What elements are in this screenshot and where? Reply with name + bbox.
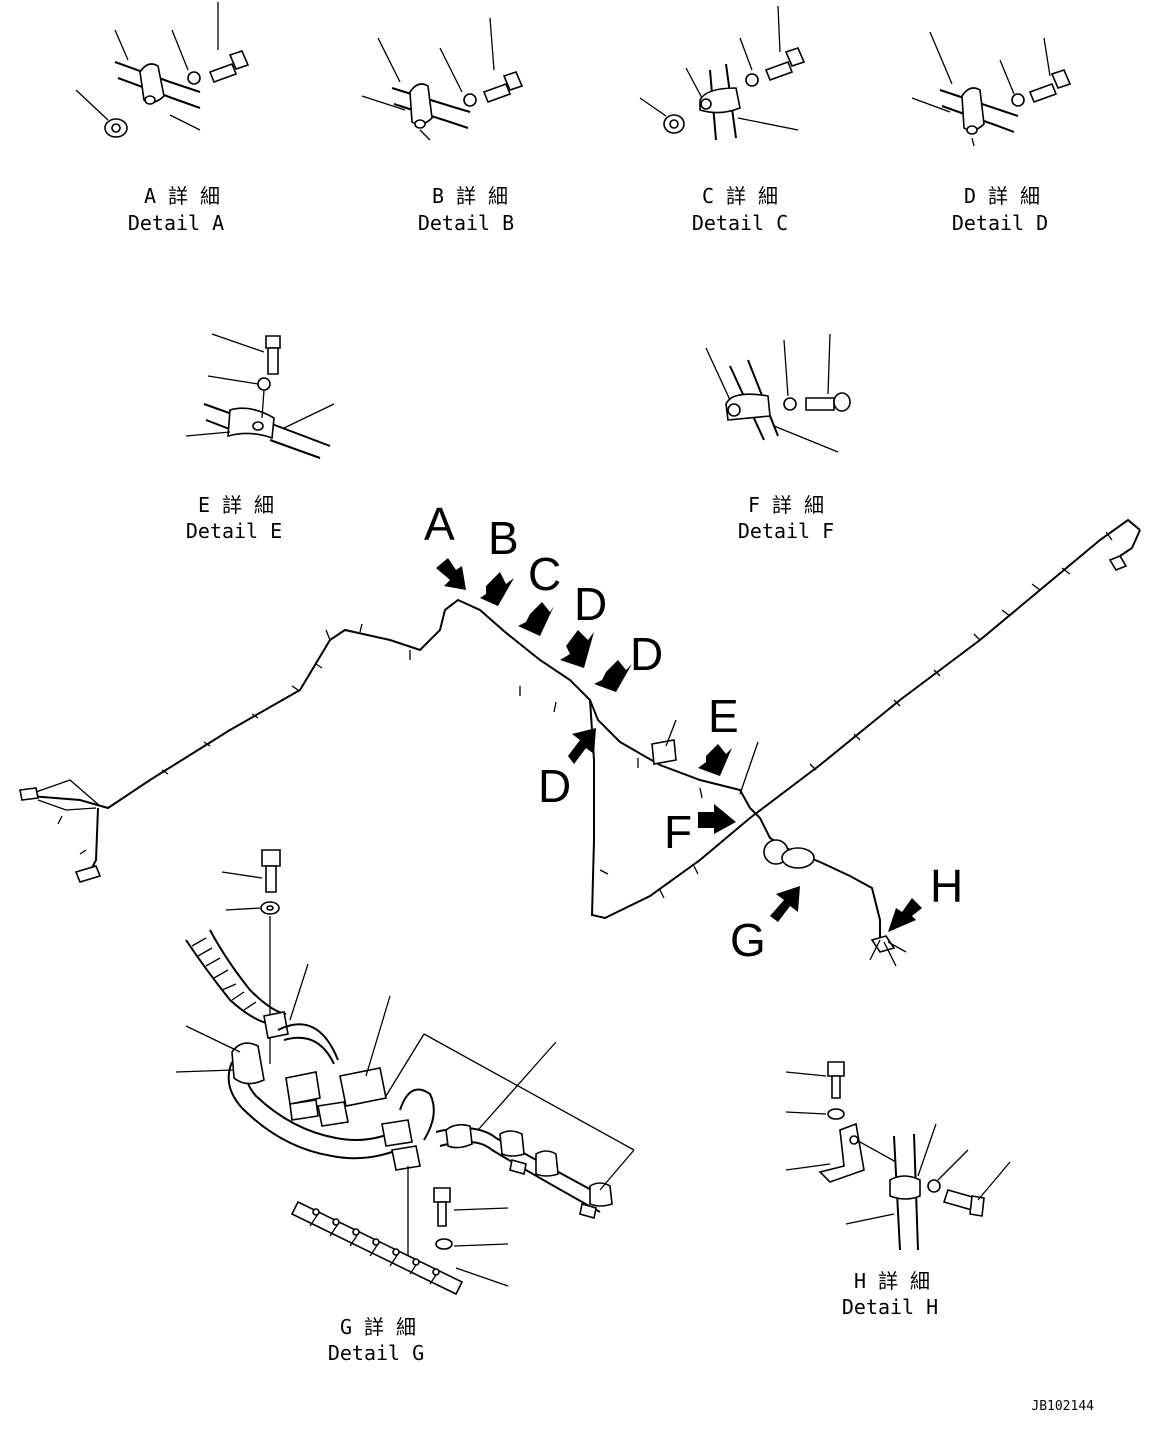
callout-h: H bbox=[930, 860, 963, 912]
callout-g: G bbox=[730, 914, 766, 966]
callout-d1: D bbox=[574, 578, 607, 630]
detail-h-illustration bbox=[785, 1061, 1011, 1251]
callout-d2: D bbox=[630, 628, 663, 680]
arrow-a bbox=[436, 558, 466, 590]
detail-c-title-jp: C 詳 細 bbox=[702, 184, 778, 208]
callout-d3: D bbox=[538, 760, 571, 812]
arrow-g bbox=[770, 886, 800, 922]
detail-d-illustration bbox=[911, 31, 1072, 147]
arrow-d3 bbox=[568, 728, 596, 764]
arrow-d1 bbox=[560, 630, 594, 668]
detail-e-title-en: Detail E bbox=[186, 519, 282, 543]
detail-f-title-jp: F 詳 細 bbox=[748, 493, 824, 517]
detail-e-illustration bbox=[185, 333, 335, 459]
arrow-c bbox=[518, 602, 554, 636]
detail-c-illustration bbox=[639, 5, 806, 141]
callout-a: A bbox=[424, 498, 455, 550]
arrow-b bbox=[480, 572, 514, 606]
detail-a-title-jp: A 詳 細 bbox=[144, 184, 220, 208]
detail-g-title-jp: G 詳 細 bbox=[340, 1315, 416, 1339]
arrow-e bbox=[698, 744, 732, 776]
callout-f: F bbox=[664, 806, 692, 858]
detail-h-title-jp: H 詳 細 bbox=[854, 1269, 930, 1293]
document-id: JB102144 bbox=[1031, 1399, 1094, 1414]
detail-f-illustration bbox=[705, 333, 851, 453]
callout-c: C bbox=[528, 548, 561, 600]
detail-g-illustration bbox=[175, 849, 635, 1296]
detail-e-title-jp: E 詳 細 bbox=[198, 493, 274, 517]
main-wiring-harness bbox=[19, 518, 1141, 967]
callout-e: E bbox=[708, 690, 739, 742]
detail-f-title-en: Detail F bbox=[738, 519, 834, 543]
arrow-d2 bbox=[594, 660, 632, 692]
detail-g-title-en: Detail G bbox=[328, 1341, 424, 1365]
detail-c-title-en: Detail C bbox=[692, 211, 788, 235]
detail-d-title-en: Detail D bbox=[952, 211, 1048, 235]
callout-b: B bbox=[488, 512, 519, 564]
detail-b-illustration bbox=[361, 17, 524, 141]
detail-b-title-jp: B 詳 細 bbox=[432, 184, 508, 208]
arrow-f bbox=[698, 804, 736, 834]
detail-a-illustration bbox=[75, 2, 250, 138]
detail-b-title-en: Detail B bbox=[418, 211, 514, 235]
detail-a-title-en: Detail A bbox=[128, 211, 224, 235]
detail-d-title-jp: D 詳 細 bbox=[964, 184, 1040, 208]
arrow-h bbox=[888, 898, 922, 932]
callout-arrows bbox=[436, 558, 922, 932]
detail-h-title-en: Detail H bbox=[842, 1295, 938, 1319]
